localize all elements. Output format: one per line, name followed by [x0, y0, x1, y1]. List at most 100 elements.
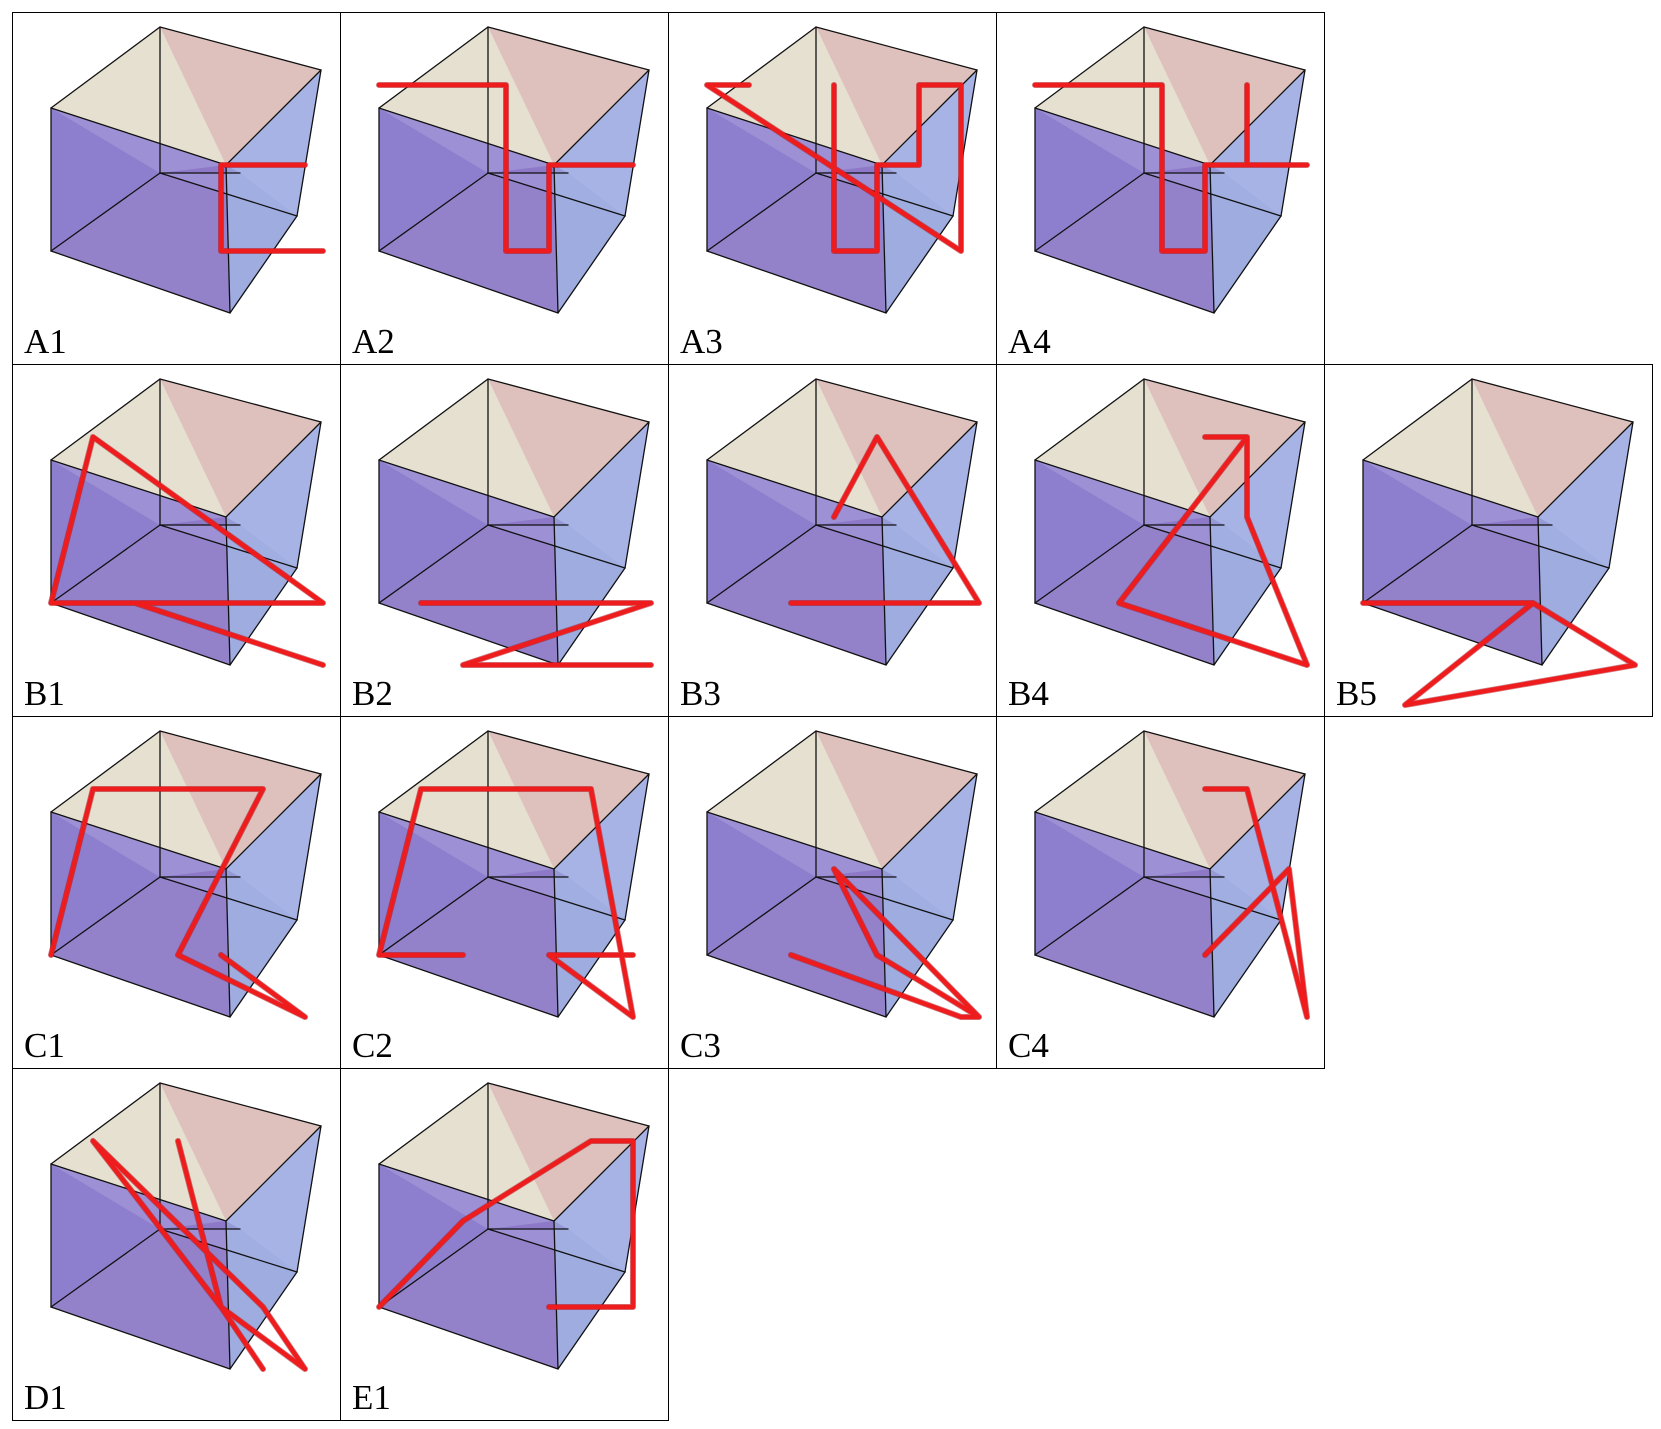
cube-edge: [1143, 876, 1282, 921]
top-face-right: [816, 379, 977, 517]
cube-edge: [229, 1271, 298, 1370]
cube-edge: [225, 516, 231, 666]
left-front-face: [51, 1164, 230, 1369]
cube-drawing: [704, 26, 978, 314]
cube-edge: [706, 602, 887, 666]
cube-edge: [1143, 26, 1306, 71]
top-face-right: [160, 731, 321, 869]
cube-edge: [1213, 567, 1282, 666]
cube-edge: [1362, 524, 1473, 604]
cube-edge: [952, 773, 978, 921]
cube-edge: [229, 919, 298, 1018]
cube-edge: [50, 876, 161, 956]
highlighted-path: [704, 82, 964, 254]
cube-drawing: [376, 26, 650, 314]
top-face-left: [379, 27, 554, 165]
cube-edge: [881, 164, 887, 314]
cube-edge: [1034, 524, 1145, 604]
cube-edge: [159, 172, 298, 217]
top-face-left: [1035, 379, 1210, 517]
top-face-right: [488, 27, 649, 165]
cube-edge: [378, 954, 559, 1018]
highlighted-path: [788, 866, 982, 1020]
panel-label: C4: [1008, 1026, 1049, 1065]
cube-edge: [1280, 69, 1306, 217]
panel-label: B2: [352, 674, 393, 713]
cube-edge: [1034, 876, 1145, 956]
cube-edge: [1034, 730, 1145, 813]
cube-edge: [296, 421, 322, 569]
cube-edge: [885, 215, 954, 314]
cube-edge: [706, 107, 883, 166]
left-front-face: [379, 108, 558, 313]
cube-edge: [50, 1082, 161, 1165]
cube-edge: [1209, 868, 1215, 1018]
cube-edge: [706, 459, 883, 518]
right-face: [1210, 70, 1305, 313]
cube-edge: [50, 1306, 231, 1370]
cube-edge: [553, 1220, 559, 1370]
cube-edge: [1471, 524, 1610, 569]
top-face-left: [1035, 731, 1210, 869]
cube-edge: [159, 26, 322, 71]
top-face-left: [707, 27, 882, 165]
left-front-face: [707, 460, 886, 665]
cube-edge: [159, 876, 298, 921]
panel-label: A2: [352, 322, 395, 361]
top-face-right: [160, 1083, 321, 1221]
panel-label: A4: [1008, 322, 1051, 361]
cube-drawing: [376, 730, 650, 1020]
cube-edge: [553, 868, 559, 1018]
cube-edge: [378, 107, 555, 166]
cube-edge: [159, 524, 298, 569]
panel-label: C3: [680, 1026, 721, 1065]
cube-edge: [706, 172, 817, 252]
top-face-left: [51, 27, 226, 165]
top-face-left: [51, 731, 226, 869]
cube-edge: [706, 954, 887, 1018]
left-front-face: [51, 812, 230, 1017]
cube-edge: [50, 811, 227, 870]
cube-panel-b3: B3: [668, 364, 997, 717]
cube-drawing: [706, 378, 982, 666]
cube-edge: [553, 69, 650, 166]
cube-drawing: [1034, 378, 1310, 668]
top-face-left: [707, 731, 882, 869]
top-face-right: [160, 379, 321, 517]
cube-edge: [1034, 107, 1211, 166]
cube-edge: [1143, 378, 1306, 423]
top-face-right: [488, 379, 649, 517]
cube-edge: [225, 1125, 322, 1222]
cube-edge: [225, 421, 322, 518]
right-face: [226, 1126, 321, 1369]
highlighted-path: [418, 600, 654, 668]
cube-edge: [624, 1125, 650, 1273]
highlighted-path: [1116, 434, 1310, 668]
cube-edge: [378, 730, 489, 813]
cube-edge: [557, 919, 626, 1018]
cube-edge: [296, 1125, 322, 1273]
cube-drawing: [706, 730, 982, 1020]
cube-edge: [815, 524, 954, 569]
cube-edge: [881, 516, 887, 666]
cube-edge: [378, 524, 489, 604]
cube-edge: [378, 1306, 559, 1370]
cube-panel-c1: C1: [12, 716, 341, 1069]
cube-panel-b4: B4: [996, 364, 1325, 717]
cube-edge: [50, 107, 227, 166]
right-face: [226, 774, 321, 1017]
cube-panel-d1: D1: [12, 1068, 341, 1421]
left-front-face: [707, 108, 886, 313]
left-front-face: [379, 1164, 558, 1369]
cube-edge: [50, 1228, 161, 1308]
cube-edge: [1537, 516, 1543, 666]
right-face: [554, 70, 649, 313]
top-face-right: [160, 27, 321, 165]
cube-panel-b1: B1: [12, 364, 341, 717]
cube-edge: [50, 524, 161, 604]
left-front-face: [51, 108, 230, 313]
cube-edge: [378, 602, 559, 666]
highlighted-path: [48, 434, 326, 668]
cube-edge: [1213, 215, 1282, 314]
cube-edge: [1034, 602, 1215, 666]
